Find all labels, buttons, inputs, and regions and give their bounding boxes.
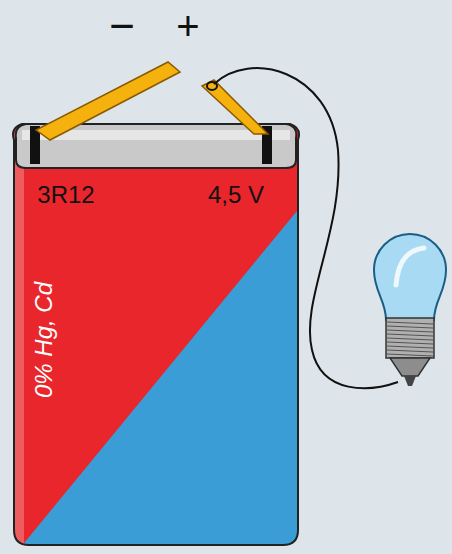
battery-body <box>0 110 310 550</box>
battery-outline <box>13 124 299 545</box>
thread-line <box>387 326 433 328</box>
minus-terminal <box>36 62 180 140</box>
voltage-label: 4,5 V <box>208 183 264 207</box>
bulb-threads <box>387 322 433 356</box>
bulb-glass <box>374 234 446 320</box>
thread-line <box>387 322 433 324</box>
bulb-neck <box>390 358 430 376</box>
thread-line <box>387 354 433 356</box>
thread-line <box>387 346 433 348</box>
thread-line <box>387 342 433 344</box>
thread-line <box>387 338 433 340</box>
terminal-sign: + <box>176 6 199 46</box>
edge-highlight <box>14 124 24 545</box>
red-panel <box>0 110 310 548</box>
terminal-sign: − <box>109 4 135 48</box>
bulb-tip <box>404 376 416 386</box>
battery-type: 3R12 <box>37 183 94 207</box>
bulb-base <box>386 318 434 358</box>
blue-panel <box>0 110 310 550</box>
plus-terminal <box>202 80 268 134</box>
thread-line <box>387 334 433 336</box>
thread-line <box>387 330 433 332</box>
bulb-highlight <box>396 248 424 285</box>
thread-line <box>387 350 433 352</box>
content-note: 0% Hg, Cd <box>32 282 56 398</box>
wire <box>214 68 398 388</box>
